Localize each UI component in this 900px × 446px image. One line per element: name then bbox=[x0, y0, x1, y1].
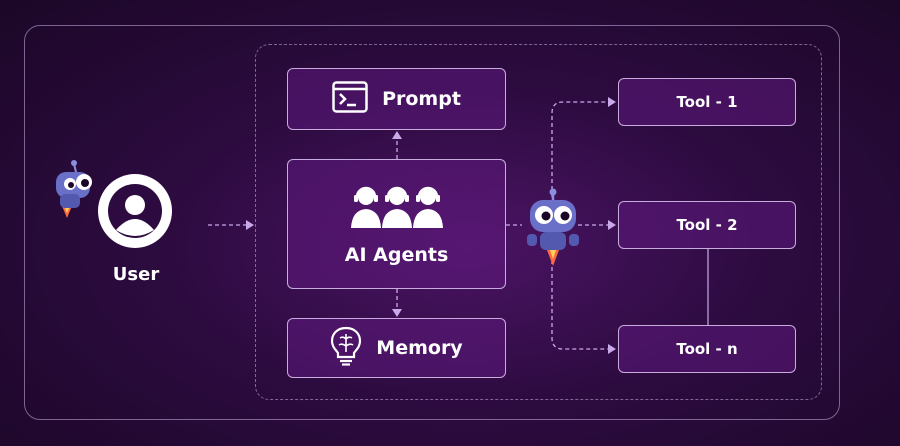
ai-agents-label: AI Agents bbox=[344, 244, 449, 266]
agent-system-frame bbox=[255, 44, 822, 400]
user-avatar-icon bbox=[96, 172, 174, 250]
arrowhead-tool-n bbox=[608, 344, 616, 354]
arrowhead-memory bbox=[392, 309, 402, 317]
user-label: User bbox=[112, 264, 160, 285]
tool-2-label: Tool - 2 bbox=[676, 216, 738, 234]
tool-1-box[interactable]: Tool - 1 bbox=[618, 78, 796, 126]
arrowhead-prompt bbox=[392, 131, 402, 139]
tool-2-box[interactable]: Tool - 2 bbox=[618, 201, 796, 249]
robot-mascot-icon bbox=[520, 188, 586, 268]
arrowhead-tool-1 bbox=[608, 97, 616, 107]
tool-n-box[interactable]: Tool - n bbox=[618, 325, 796, 373]
headset-agents-icon bbox=[348, 182, 446, 234]
tool-1-connector bbox=[551, 101, 608, 225]
prompt-label: Prompt bbox=[382, 88, 461, 110]
terminal-icon bbox=[332, 81, 368, 117]
tool-1-label: Tool - 1 bbox=[676, 93, 738, 111]
memory-box[interactable]: Memory bbox=[287, 318, 506, 378]
memory-label: Memory bbox=[376, 337, 463, 359]
ai-agents-box[interactable]: AI Agents bbox=[287, 159, 506, 289]
brain-bulb-icon bbox=[330, 326, 362, 370]
outer-frame bbox=[24, 25, 840, 420]
small-robot-icon bbox=[50, 158, 104, 220]
arrowhead-tool-2 bbox=[608, 220, 616, 230]
tool-n-connector bbox=[551, 225, 608, 350]
prompt-box[interactable]: Prompt bbox=[287, 68, 506, 130]
tool-n-label: Tool - n bbox=[676, 340, 738, 358]
arrowhead-user bbox=[246, 220, 254, 230]
